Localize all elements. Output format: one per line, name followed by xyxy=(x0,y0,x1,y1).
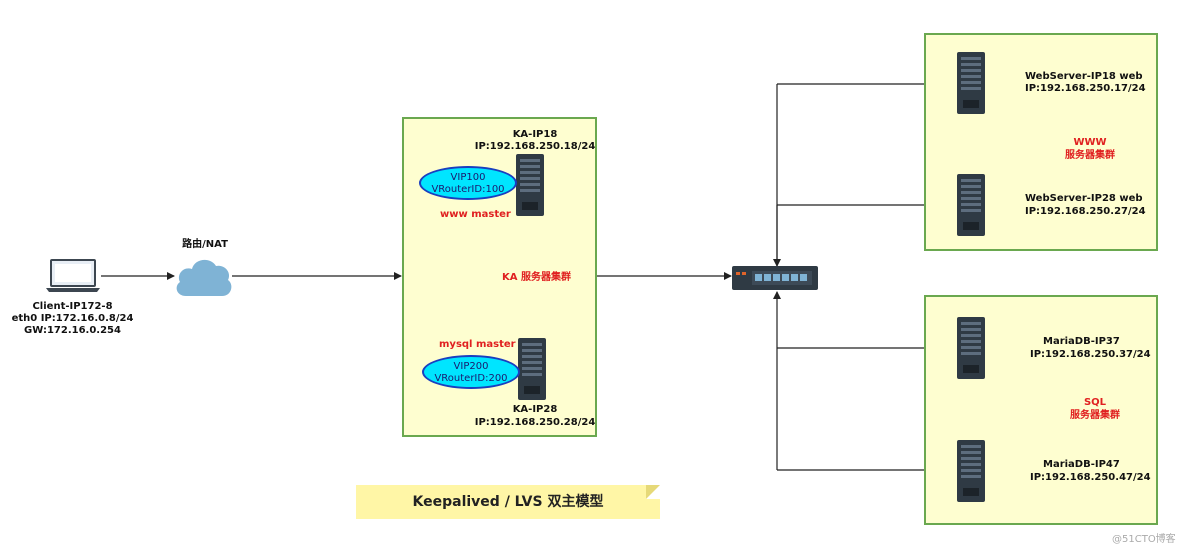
router-label: 路由/NAT xyxy=(182,239,228,250)
sql2-server-icon xyxy=(957,440,985,502)
laptop-icon xyxy=(46,259,100,292)
ka2-name: KA-IP28 xyxy=(512,404,558,415)
ka-cluster-label: KA 服务器集群 xyxy=(502,272,571,283)
www1-ip: IP:192.168.250.17/24 xyxy=(1025,83,1146,94)
ka1-role: www master xyxy=(440,209,511,220)
www2-name: WebServer-IP28 web xyxy=(1025,193,1143,204)
client-gateway: GW:172.16.0.254 xyxy=(24,325,121,336)
www2-server-icon xyxy=(957,174,985,236)
www1-name: WebServer-IP18 web xyxy=(1025,71,1143,82)
client-name: Client-IP172-8 xyxy=(32,301,113,312)
www-cluster-title: WWW xyxy=(1073,137,1107,148)
www-cluster-subtitle: 服务器集群 xyxy=(1065,150,1115,161)
ka2-role: mysql master xyxy=(439,339,516,350)
ka1-server-icon xyxy=(516,154,544,216)
ka2-server-icon xyxy=(518,338,546,400)
sql-cluster-subtitle: 服务器集群 xyxy=(1070,410,1120,421)
sql1-ip: IP:192.168.250.37/24 xyxy=(1030,349,1151,360)
note-fold xyxy=(646,485,660,499)
sql1-server-icon xyxy=(957,317,985,379)
ka1-name: KA-IP18 xyxy=(512,129,558,140)
title-note-text: Keepalived / LVS 双主模型 xyxy=(412,494,604,510)
client-eth0: eth0 IP:172.16.0.8/24 xyxy=(11,313,134,324)
cloud-icon xyxy=(176,259,232,296)
ka2-ip: IP:192.168.250.28/24 xyxy=(474,417,596,428)
sql2-ip: IP:192.168.250.47/24 xyxy=(1030,472,1151,483)
switch-icon xyxy=(732,266,818,290)
ka1-ip: IP:192.168.250.18/24 xyxy=(474,141,596,152)
www2-ip: IP:192.168.250.27/24 xyxy=(1025,206,1146,217)
title-note: Keepalived / LVS 双主模型 xyxy=(356,485,660,519)
watermark: @51CTO博客 xyxy=(1112,534,1176,545)
www1-server-icon xyxy=(957,52,985,114)
sql2-name: MariaDB-IP47 xyxy=(1043,459,1120,470)
sql-cluster-title: SQL xyxy=(1083,397,1107,408)
sql1-name: MariaDB-IP37 xyxy=(1043,336,1120,347)
